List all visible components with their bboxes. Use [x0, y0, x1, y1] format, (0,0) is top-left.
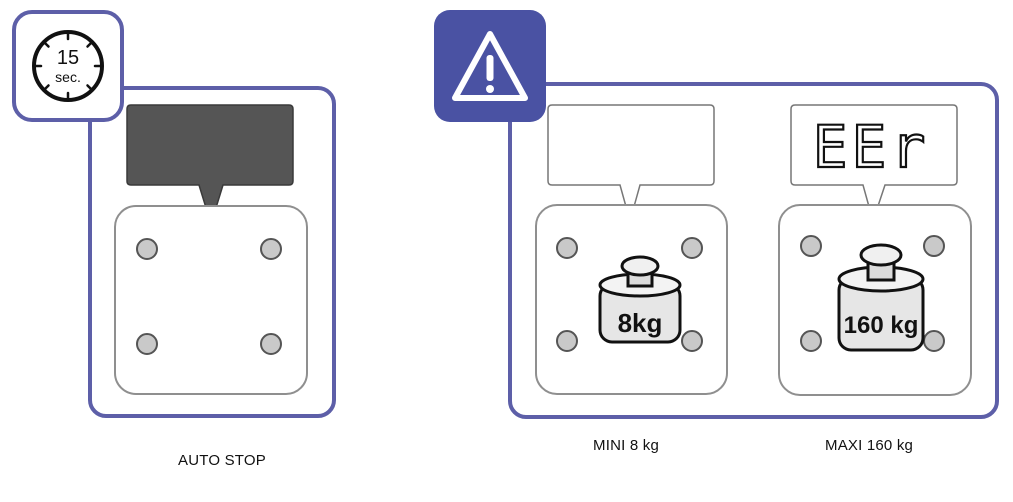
caption-maxi: MAXI 160 kg: [825, 437, 914, 454]
scale-foot: [800, 235, 822, 257]
caption-auto-stop: AUTO STOP: [178, 452, 266, 469]
warning-badge: [434, 10, 546, 122]
scale-foot: [681, 237, 703, 259]
scale-maxi: 160 kg: [778, 204, 972, 396]
caption-mini: MINI 8 kg: [593, 437, 659, 454]
err-display-text: EEr: [813, 113, 930, 181]
timer-value: 15: [57, 47, 79, 69]
scale-foot: [800, 330, 822, 352]
scale-foot: [681, 330, 703, 352]
display-bubble-dark: [126, 104, 294, 227]
timer-icon: 15 sec.: [32, 30, 104, 102]
warning-icon: [452, 31, 528, 101]
scale-mini: 8kg: [535, 204, 728, 395]
weight-8kg-label: 8kg: [618, 308, 663, 338]
scale-foot: [923, 235, 945, 257]
scale-foot: [556, 330, 578, 352]
scale-foot: [923, 330, 945, 352]
display-bubble-maxi: EEr: [790, 104, 958, 224]
weight-160kg-label: 160 kg: [844, 312, 919, 339]
scale-foot: [556, 237, 578, 259]
scale-auto-stop: [114, 205, 308, 395]
scale-foot: [136, 333, 158, 355]
weight-160kg-icon: 160 kg: [837, 243, 925, 352]
weight-8kg-icon: 8kg: [598, 255, 682, 344]
scale-foot: [136, 238, 158, 260]
scale-foot: [260, 238, 282, 260]
timer-badge: 15 sec.: [12, 10, 124, 122]
timer-unit: sec.: [55, 69, 81, 85]
display-bubble-mini: [547, 104, 715, 224]
scale-foot: [260, 333, 282, 355]
